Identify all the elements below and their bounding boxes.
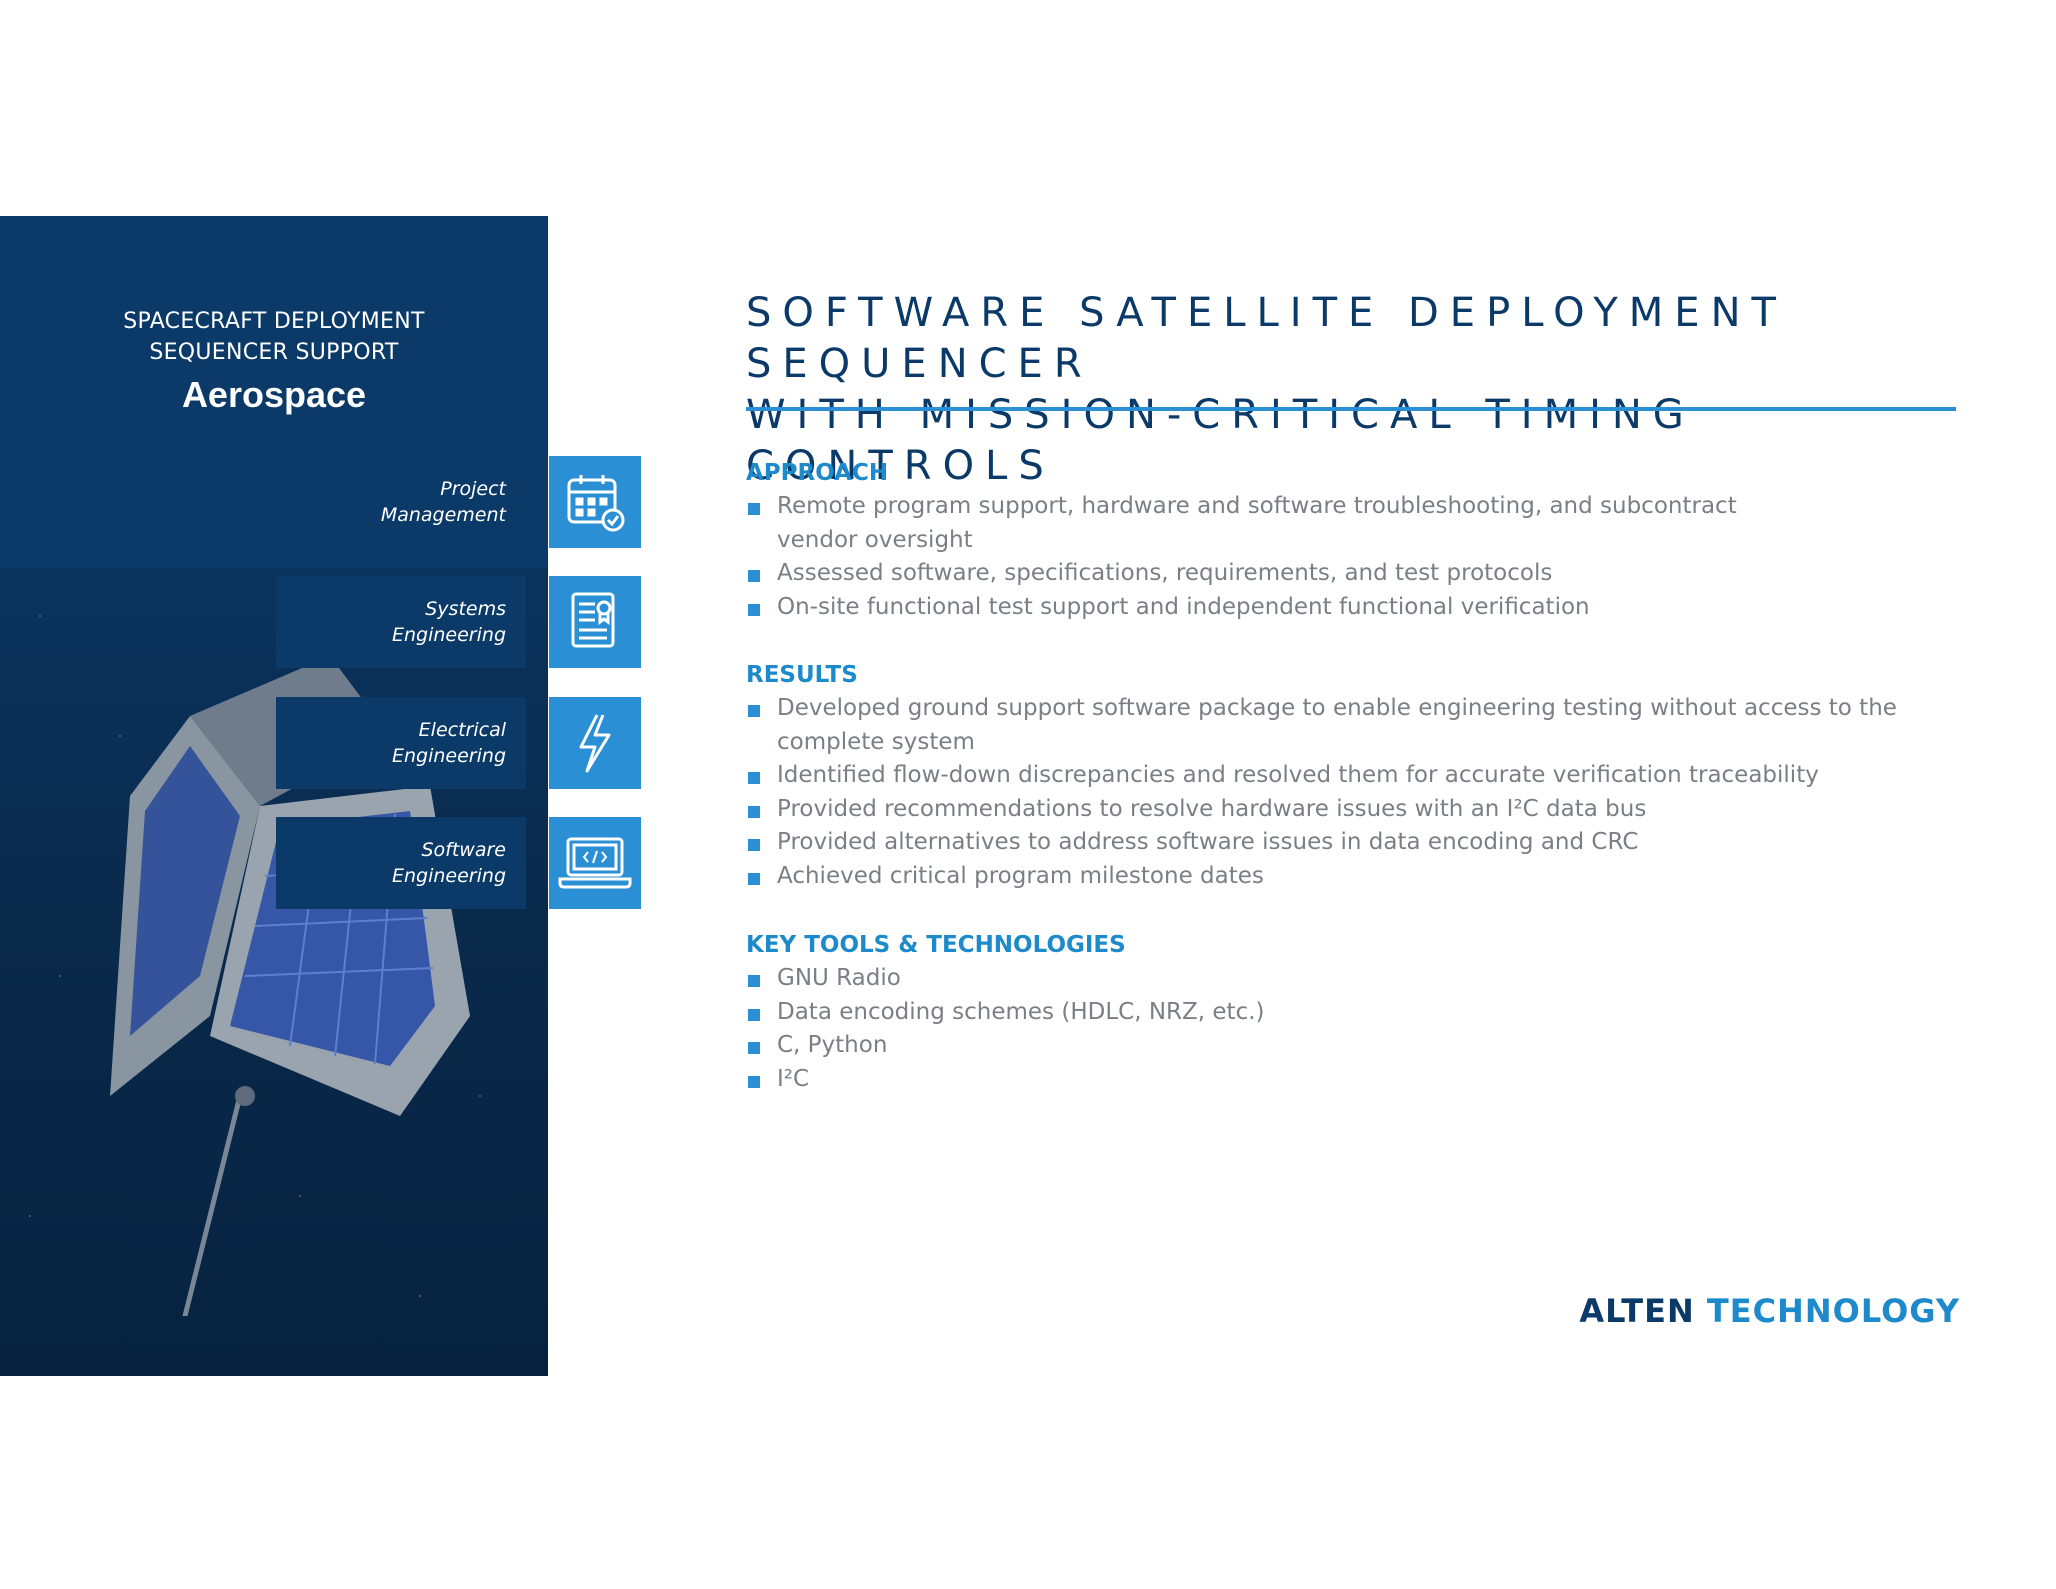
alten-technology-logo: ALTEN TECHNOLOGY (1570, 1292, 1960, 1330)
list-item: Achieved critical program milestone date… (746, 860, 1976, 894)
logo-word-alten: ALTEN (1579, 1292, 1695, 1330)
title-divider (746, 407, 1956, 411)
service-label: Systems Engineering (276, 576, 526, 668)
service-label-line2: Management (380, 504, 506, 526)
service-project-management: Project Management (373, 456, 641, 548)
list-item: Developed ground support software packag… (746, 692, 1917, 759)
page-title-line2: WITH MISSION-CRITICAL TIMING CONTROLS (746, 392, 1695, 489)
service-electrical-engineering: Electrical Engineering (276, 697, 641, 789)
page-title: SOFTWARE SATELLITE DEPLOYMENT SEQUENCER … (746, 288, 1996, 492)
lightning-bolt-icon (549, 697, 641, 789)
project-subtitle: SPACECRAFT DEPLOYMENT SEQUENCER SUPPORT (0, 306, 548, 368)
list-item: C, Python (746, 1029, 1976, 1063)
industry-title: Aerospace (181, 374, 367, 415)
sidebar-panel: SPACECRAFT DEPLOYMENT SEQUENCER SUPPORT … (0, 216, 548, 1376)
logo-word-technology: TECHNOLOGY (1706, 1292, 1960, 1330)
tools-section: KEY TOOLS & TECHNOLOGIES GNU Radio Data … (746, 928, 1976, 1096)
page-title-line1: SOFTWARE SATELLITE DEPLOYMENT SEQUENCER (746, 290, 1787, 387)
service-label: Software Engineering (276, 817, 526, 909)
approach-section: APPROACH Remote program support, hardwar… (746, 456, 1976, 624)
list-item: GNU Radio (746, 962, 1976, 996)
list-item: I²C (746, 1063, 1976, 1097)
approach-heading: APPROACH (746, 460, 889, 486)
service-label-line1: Project (440, 478, 506, 500)
service-label-line2: Engineering (392, 865, 506, 887)
service-label-line2: Engineering (392, 624, 506, 646)
service-label-line2: Engineering (392, 745, 506, 767)
list-item: Remote program support, hardware and sof… (746, 490, 1737, 557)
service-software-engineering: Software Engineering (276, 817, 641, 909)
service-label-line1: Electrical (418, 719, 506, 741)
tools-list: GNU Radio Data encoding schemes (HDLC, N… (746, 962, 1976, 1096)
laptop-code-icon (549, 817, 641, 909)
list-item: Data encoding schemes (HDLC, NRZ, etc.) (746, 996, 1976, 1030)
list-item: Provided recommendations to resolve hard… (746, 793, 1976, 827)
document-certificate-icon (549, 576, 641, 668)
project-subtitle-line1: SPACECRAFT DEPLOYMENT (123, 309, 425, 334)
project-subtitle-line2: SEQUENCER SUPPORT (149, 340, 399, 365)
list-item: Assessed software, specifications, requi… (746, 557, 1976, 591)
list-item: Provided alternatives to address softwar… (746, 826, 1976, 860)
sidebar-header: SPACECRAFT DEPLOYMENT SEQUENCER SUPPORT … (0, 216, 548, 568)
approach-list: Remote program support, hardware and sof… (746, 490, 1976, 624)
results-heading: RESULTS (746, 662, 858, 688)
tools-heading: KEY TOOLS & TECHNOLOGIES (746, 932, 1126, 958)
calendar-check-icon (549, 456, 641, 548)
service-label-line1: Software (421, 839, 506, 861)
results-list: Developed ground support software packag… (746, 692, 1976, 893)
service-systems-engineering: Systems Engineering (276, 576, 641, 668)
service-label: Project Management (276, 456, 526, 548)
list-item: On-site functional test support and inde… (746, 591, 1976, 625)
service-label-line1: Systems (425, 598, 506, 620)
list-item: Identified flow-down discrepancies and r… (746, 759, 1976, 793)
service-label: Electrical Engineering (276, 697, 526, 789)
results-section: RESULTS Developed ground support softwar… (746, 658, 1976, 893)
